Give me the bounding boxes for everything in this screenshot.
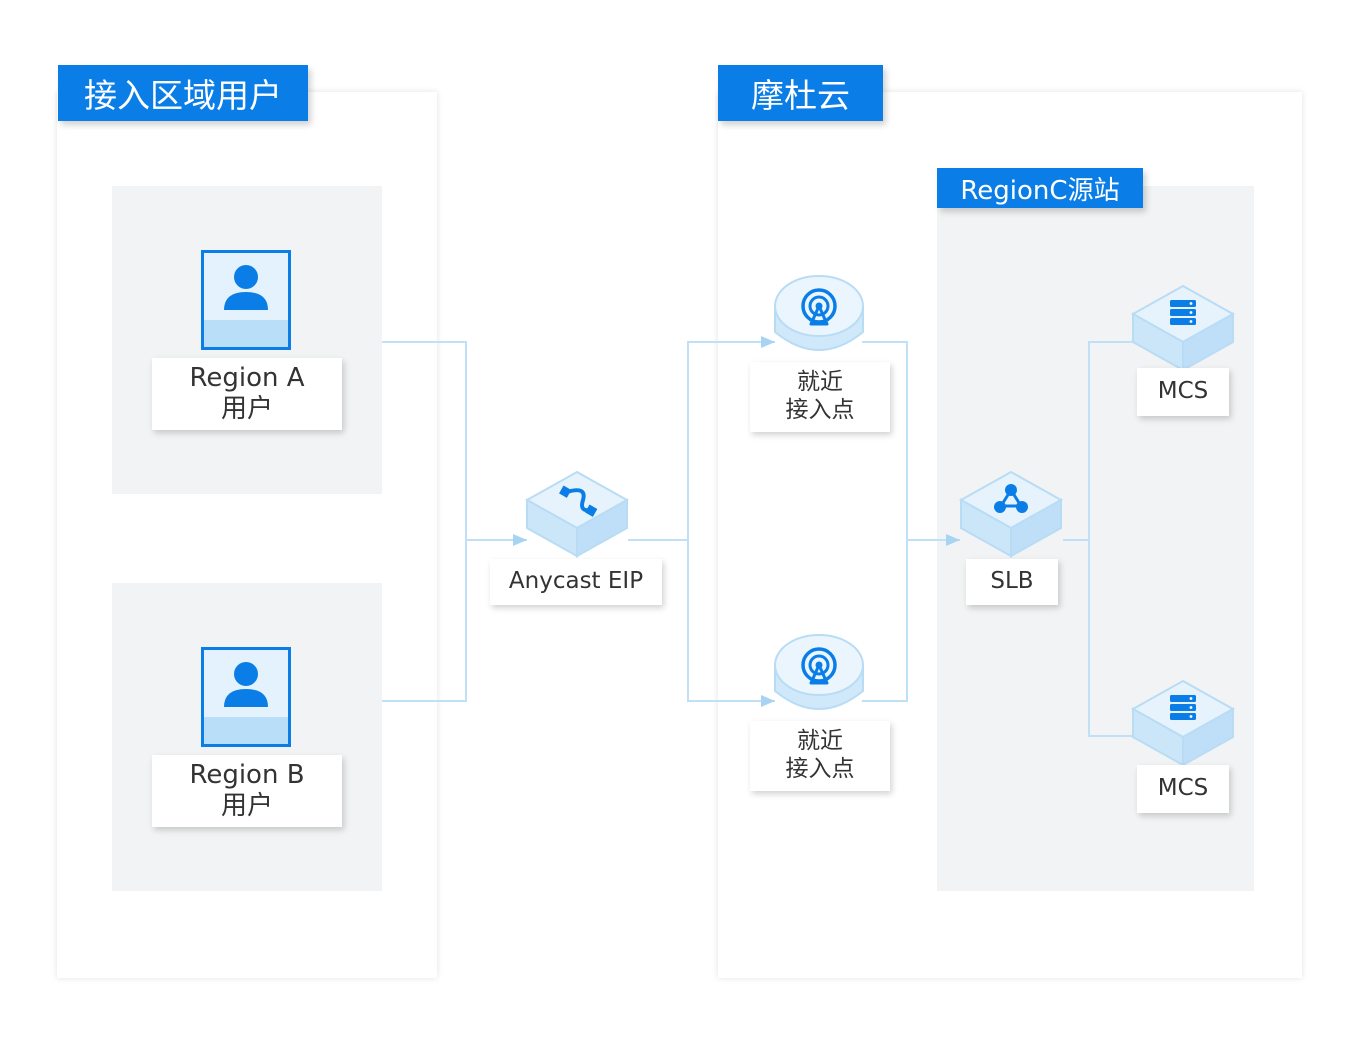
access-point-2-line1: 就近	[797, 728, 843, 755]
region-a-name: Region A	[189, 362, 305, 393]
access-point-2-line2: 接入点	[785, 756, 855, 782]
origin-region-title: RegionC源站	[937, 168, 1143, 208]
region-b-background	[112, 583, 382, 891]
region-a-user-label: Region A 用户	[152, 358, 342, 430]
region-a-user-text: 用户	[220, 394, 273, 424]
access-point-1-line1: 就近	[797, 369, 843, 396]
slb-label: SLB	[966, 559, 1058, 605]
region-b-user-text: 用户	[220, 791, 273, 821]
left-group-title: 接入区域用户	[58, 65, 308, 121]
region-b-name: Region B	[189, 759, 305, 790]
access-point-2-label: 就近 接入点	[750, 721, 890, 791]
mcs-1-label: MCS	[1137, 368, 1229, 416]
access-point-1-line2: 接入点	[785, 397, 855, 423]
region-b-user-label: Region B 用户	[152, 755, 342, 827]
anycast-eip-label: Anycast EIP	[490, 559, 662, 605]
access-point-1-label: 就近 接入点	[750, 362, 890, 432]
right-group-title: 摩杜云	[718, 65, 883, 121]
region-a-background	[112, 186, 382, 494]
mcs-2-label: MCS	[1137, 765, 1229, 813]
